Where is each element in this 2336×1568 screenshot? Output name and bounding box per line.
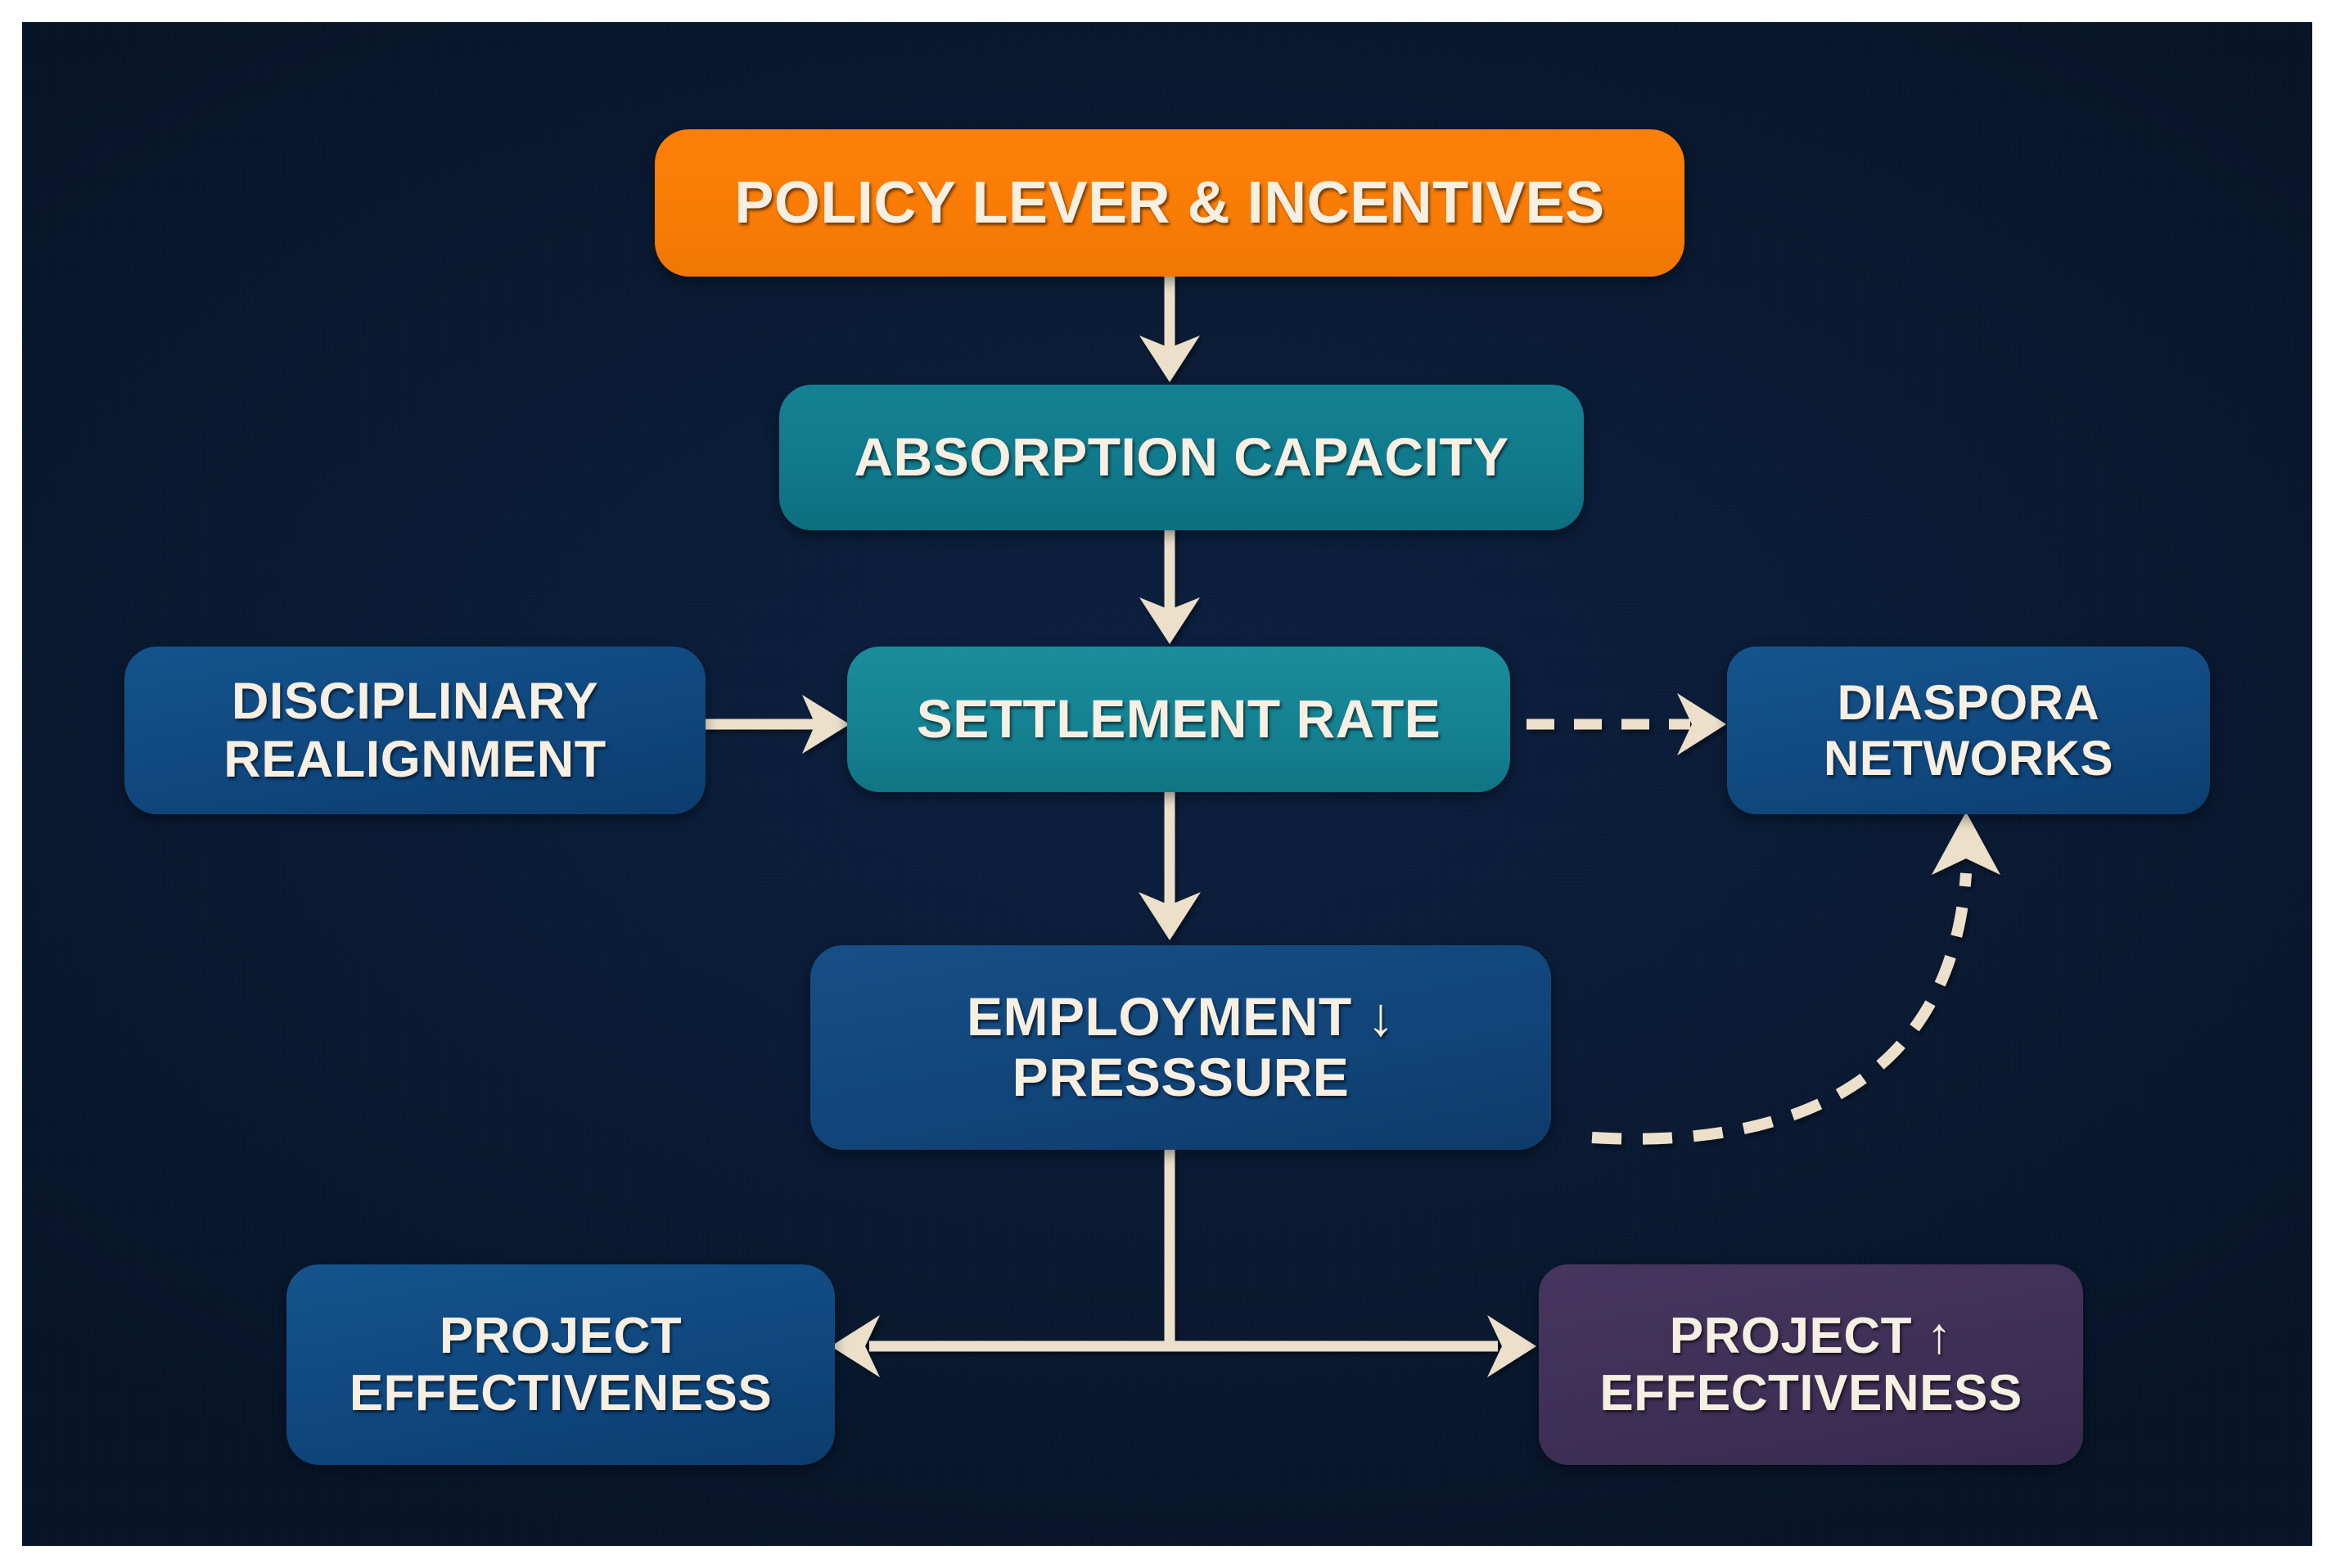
node-policy-lever-and-incentives[interactable]: POLICY LEVER & INCENTIVES <box>655 129 1684 277</box>
node-label: SETTLEMENT RATE <box>916 688 1441 750</box>
edge-absorption-to-settlement <box>1139 530 1200 644</box>
edge-settlement-to-diaspora <box>1527 693 1726 755</box>
node-label: EMPLOYMENT ↓ PRESSSURE <box>966 986 1395 1107</box>
node-label: DISCIPLINARY REALIGNMENT <box>223 672 607 788</box>
node-project-effectiveness-right[interactable]: PROJECT ↑ EFFECTIVENESS <box>1539 1264 2083 1465</box>
node-diaspora-networks[interactable]: DIASPORA NETWORKS <box>1727 647 2210 814</box>
node-disciplinary-realignment[interactable]: DISCIPLINARY REALIGNMENT <box>124 647 706 814</box>
edge-projects-to-diaspora <box>1591 812 2000 1145</box>
diagram-canvas: POLICY LEVER & INCENTIVES ABSORPTION CAP… <box>22 22 2312 1546</box>
node-absorption-capacity[interactable]: ABSORPTION CAPACITY <box>779 385 1584 530</box>
node-employment-pressure[interactable]: EMPLOYMENT ↓ PRESSSURE <box>810 945 1551 1150</box>
edge-disciplinary-to-settlement <box>706 695 850 754</box>
edge-settlement-to-employment <box>1139 792 1201 940</box>
node-project-effectiveness-left[interactable]: PROJECT EFFECTIVENESS <box>286 1264 835 1465</box>
node-label: ABSORPTION CAPACITY <box>854 426 1509 488</box>
edge-employment-to-projects <box>831 1150 1536 1377</box>
node-label: POLICY LEVER & INCENTIVES <box>734 169 1605 236</box>
node-settlement-rate[interactable]: SETTLEMENT RATE <box>847 647 1510 792</box>
node-label: PROJECT EFFECTIVENESS <box>349 1308 773 1422</box>
node-label: DIASPORA NETWORKS <box>1824 675 2113 786</box>
node-label: PROJECT ↑ EFFECTIVENESS <box>1599 1308 2023 1422</box>
edge-policy-to-absorption <box>1139 277 1200 382</box>
